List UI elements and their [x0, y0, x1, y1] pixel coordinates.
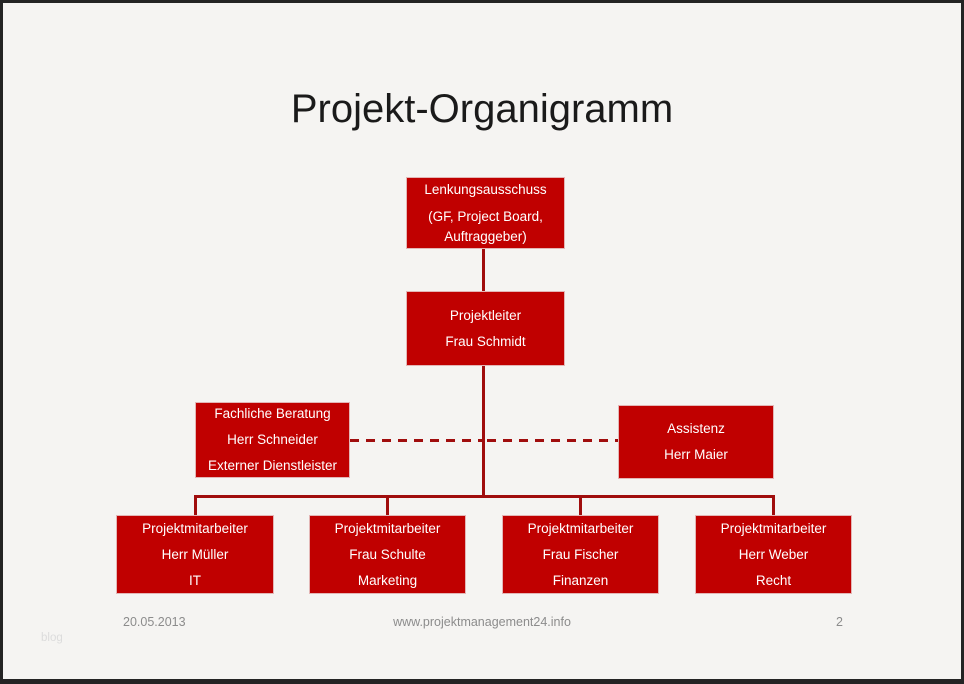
- org-node-line: Projektmitarbeiter: [720, 520, 827, 536]
- footer-date: 20.05.2013: [123, 615, 186, 629]
- connector-drop-3: [579, 495, 582, 515]
- org-node-line: Lenkungsausschuss: [424, 181, 547, 197]
- connector-drop-2: [386, 495, 389, 515]
- org-node-line: Herr Maier: [664, 447, 728, 462]
- page-title: Projekt-Organigramm: [290, 87, 674, 131]
- org-node-line: Marketing: [357, 572, 418, 588]
- org-node-projektleiter: Projektleiter Frau Schmidt: [406, 291, 565, 366]
- footer-url: www.projektmanagement24.info: [393, 615, 571, 629]
- org-node-projektmitarbeiter-4: Projektmitarbeiter Herr Weber Recht: [695, 515, 852, 594]
- org-node-line: Projektmitarbeiter: [527, 520, 634, 536]
- org-node-line: Projektmitarbeiter: [334, 520, 441, 536]
- connector-drop-1: [194, 495, 197, 515]
- org-node-line: Projektleiter: [449, 307, 522, 323]
- org-node-assistenz: Assistenz Herr Maier: [618, 405, 774, 479]
- org-node-line: Herr Schneider: [227, 432, 318, 447]
- org-node-line: Externer Dienstleister: [207, 458, 338, 473]
- org-node-line: Frau Schulte: [349, 546, 426, 562]
- org-node-projektmitarbeiter-1: Projektmitarbeiter Herr Müller IT: [116, 515, 274, 594]
- connector-drop-4: [772, 495, 775, 515]
- org-node-fachliche-beratung: Fachliche Beratung Herr Schneider Extern…: [195, 402, 350, 478]
- org-node-line: Frau Schmidt: [445, 333, 526, 349]
- connector-leader-members: [482, 366, 485, 495]
- org-node-line: Recht: [755, 572, 792, 588]
- org-node-projektmitarbeiter-3: Projektmitarbeiter Frau Fischer Finanzen: [502, 515, 659, 594]
- org-node-line: Herr Weber: [738, 546, 809, 562]
- org-node-lenkungsausschuss: Lenkungsausschuss (GF, Project Board, Au…: [406, 177, 565, 249]
- org-node-line: Frau Fischer: [542, 546, 619, 562]
- org-node-line: Projektmitarbeiter: [142, 520, 248, 536]
- connector-dashed-advisor: [350, 439, 482, 442]
- connector-members-bar: [194, 495, 775, 498]
- org-node-line: (GF, Project Board, Auftraggeber): [428, 208, 543, 244]
- org-node-line: IT: [189, 572, 201, 588]
- connector-dashed-assistant: [487, 439, 618, 442]
- org-node-projektmitarbeiter-2: Projektmitarbeiter Frau Schulte Marketin…: [309, 515, 466, 594]
- blog-watermark: blog: [41, 632, 63, 644]
- footer-page-number: 2: [836, 615, 843, 629]
- org-node-line: Fachliche Beratung: [214, 406, 331, 421]
- org-node-line: Assistenz: [667, 421, 725, 436]
- org-node-line: Finanzen: [552, 572, 609, 588]
- org-node-line: Herr Müller: [161, 546, 229, 562]
- connector-board-leader: [482, 249, 485, 291]
